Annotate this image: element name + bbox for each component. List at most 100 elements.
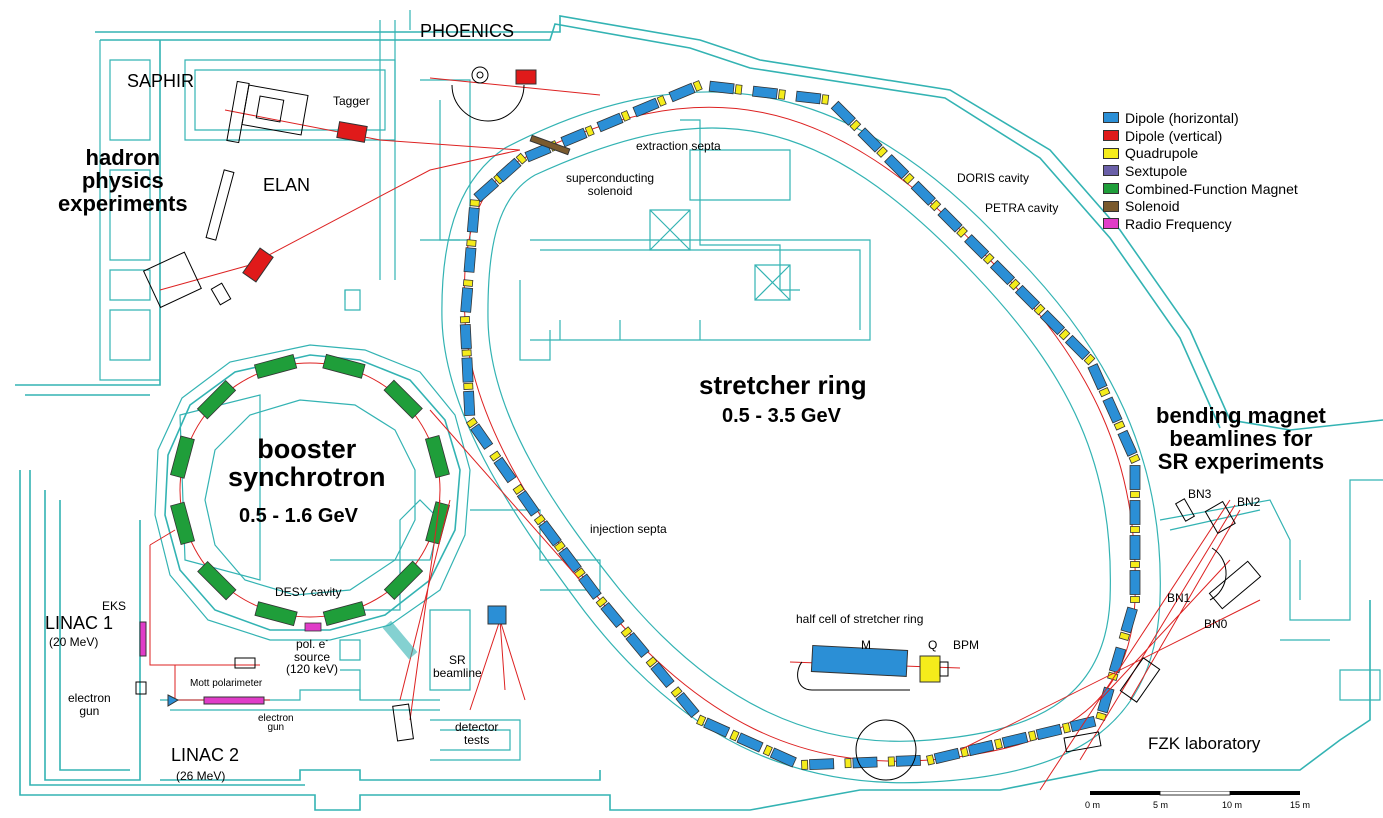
legend-swatch bbox=[1103, 165, 1119, 177]
scale-tick-0: 0 m bbox=[1085, 800, 1101, 810]
label-sr-beamline: SR beamline bbox=[433, 654, 482, 679]
label-saphir: SAPHIR bbox=[127, 71, 195, 91]
stretcher-quadrupole bbox=[620, 110, 631, 122]
combined-function-magnet bbox=[254, 601, 298, 627]
stretcher-quadrupole bbox=[489, 450, 502, 462]
label-bpm: BPM bbox=[953, 638, 980, 652]
sc-line-2: solenoid bbox=[587, 183, 633, 198]
building-walls bbox=[15, 10, 1383, 811]
combined-function-magnet bbox=[322, 601, 367, 627]
stretcher-quadrupole bbox=[461, 349, 472, 357]
stretcher-quadrupole bbox=[1098, 387, 1111, 398]
bending-line-2: beamlines for bbox=[1169, 426, 1313, 452]
label-booster-energy: 0.5 - 1.6 GeV bbox=[239, 505, 358, 527]
stretcher-quadrupole bbox=[734, 84, 743, 95]
stretcher-quadrupole bbox=[1033, 303, 1046, 316]
booster-line-2: synchrotron bbox=[228, 462, 386, 493]
stretcher-quadrupole bbox=[762, 744, 773, 757]
label-bn0: BN0 bbox=[1204, 617, 1228, 631]
stretcher-dipole bbox=[989, 259, 1016, 286]
stretcher-dipole bbox=[463, 247, 477, 273]
legend-swatch bbox=[1103, 218, 1119, 230]
stretcher-quadrupole bbox=[469, 199, 480, 207]
stretcher-quadrupole bbox=[533, 514, 546, 526]
experiment-hardware bbox=[135, 66, 1262, 753]
stretcher-quadrupole bbox=[844, 758, 852, 769]
label-injection-septa: injection septa bbox=[590, 522, 667, 536]
combined-function-magnet bbox=[196, 379, 237, 420]
stretcher-dipole bbox=[1102, 396, 1123, 424]
stretcher-dipole bbox=[752, 85, 778, 100]
stretcher-dipole bbox=[933, 747, 961, 765]
legend-swatch bbox=[1103, 130, 1119, 142]
stretcher-quadrupole bbox=[929, 199, 942, 212]
stretcher-dipole bbox=[558, 546, 582, 574]
label-electron-gun-2: electron gun bbox=[258, 714, 294, 733]
combined-function-magnet bbox=[197, 561, 237, 601]
egun1-line-2: gun bbox=[79, 703, 100, 718]
label-stretcher-energy: 0.5 - 3.5 GeV bbox=[722, 405, 841, 427]
hadron-line-3: experiments bbox=[58, 191, 188, 217]
stretcher-dipole bbox=[910, 180, 936, 206]
label-bn3: BN3 bbox=[1188, 487, 1212, 501]
stretcher-dipole bbox=[895, 754, 921, 767]
label-pol-source: pol. e- source (120 keV) bbox=[286, 636, 338, 676]
hadron-line-1: hadron bbox=[85, 145, 161, 170]
stretcher-quadrupole bbox=[1130, 491, 1140, 498]
stretcher-dipole bbox=[703, 717, 731, 738]
stretcher-quadrupole bbox=[982, 252, 995, 265]
stretcher-dipole bbox=[937, 207, 963, 233]
label-linac-1: LINAC 1 bbox=[45, 613, 114, 633]
stretcher-dipole bbox=[1064, 334, 1091, 361]
stretcher-dipole bbox=[1035, 723, 1063, 741]
stretcher-dipole bbox=[650, 662, 675, 688]
stretcher-dipole bbox=[1001, 731, 1029, 749]
stretcher-quadrupole bbox=[465, 417, 478, 429]
stretcher-dipole bbox=[830, 100, 856, 126]
bending-line-3: SR experiments bbox=[1157, 449, 1325, 475]
stretcher-dipole bbox=[495, 157, 522, 183]
stretcher-quadrupole bbox=[1130, 561, 1140, 568]
label-booster-synchrotron: booster synchrotron bbox=[228, 435, 386, 492]
label-electron-gun-1: electron gun bbox=[68, 692, 111, 717]
label-tagger: Tagger bbox=[333, 94, 370, 108]
combined-function-magnet bbox=[253, 353, 298, 379]
label-q: Q bbox=[928, 638, 938, 652]
stretcher-dipole bbox=[964, 234, 990, 260]
legend-label: Sextupole bbox=[1125, 162, 1188, 179]
stretcher-dipole bbox=[632, 97, 660, 118]
label-stretcher-ring: stretcher ring bbox=[699, 370, 867, 400]
stretcher-quadrupole bbox=[1130, 596, 1140, 603]
hadron-line-2: physics bbox=[81, 168, 164, 194]
stretcher-quadrupole bbox=[645, 656, 658, 668]
stretcher-dipole bbox=[625, 632, 650, 658]
combined-function-magnet bbox=[424, 435, 450, 479]
legend-swatch bbox=[1103, 183, 1119, 195]
scale-tick-10: 10 m bbox=[1222, 800, 1243, 810]
label-linac-2-energy: (26 MeV) bbox=[176, 769, 226, 783]
pol-text: pol. e bbox=[296, 637, 326, 651]
legend-dipole-horizontal: Dipole (horizontal) bbox=[1103, 109, 1298, 127]
stretcher-quadrupole bbox=[1128, 453, 1141, 464]
stretcher-quadrupole bbox=[926, 754, 935, 766]
stretcher-quadrupole bbox=[777, 89, 786, 100]
label-phoenics: PHOENICS bbox=[420, 21, 515, 41]
legend-solenoid: Solenoid bbox=[1103, 197, 1298, 215]
stretcher-dipole bbox=[967, 739, 995, 757]
stretcher-quadrupole bbox=[462, 279, 474, 287]
label-linac-2: LINAC 2 bbox=[171, 745, 240, 765]
legend-radio-frequency: Radio Frequency bbox=[1103, 215, 1298, 233]
half-cell-detail bbox=[797, 644, 949, 781]
scale-tick-15: 15 m bbox=[1290, 800, 1311, 810]
stretcher-quadrupole bbox=[656, 95, 667, 107]
pol-sup: - bbox=[325, 636, 329, 645]
stretcher-dipole bbox=[668, 82, 696, 103]
egun2-line-2: gun bbox=[267, 722, 285, 733]
stretcher-quadrupole bbox=[1062, 722, 1071, 734]
stretcher-quadrupole bbox=[553, 540, 566, 553]
stretcher-quadrupole bbox=[960, 746, 969, 758]
stretcher-dipole bbox=[493, 456, 517, 484]
legend-sextupole: Sextupole bbox=[1103, 162, 1298, 180]
stretcher-dipole bbox=[1117, 429, 1138, 457]
